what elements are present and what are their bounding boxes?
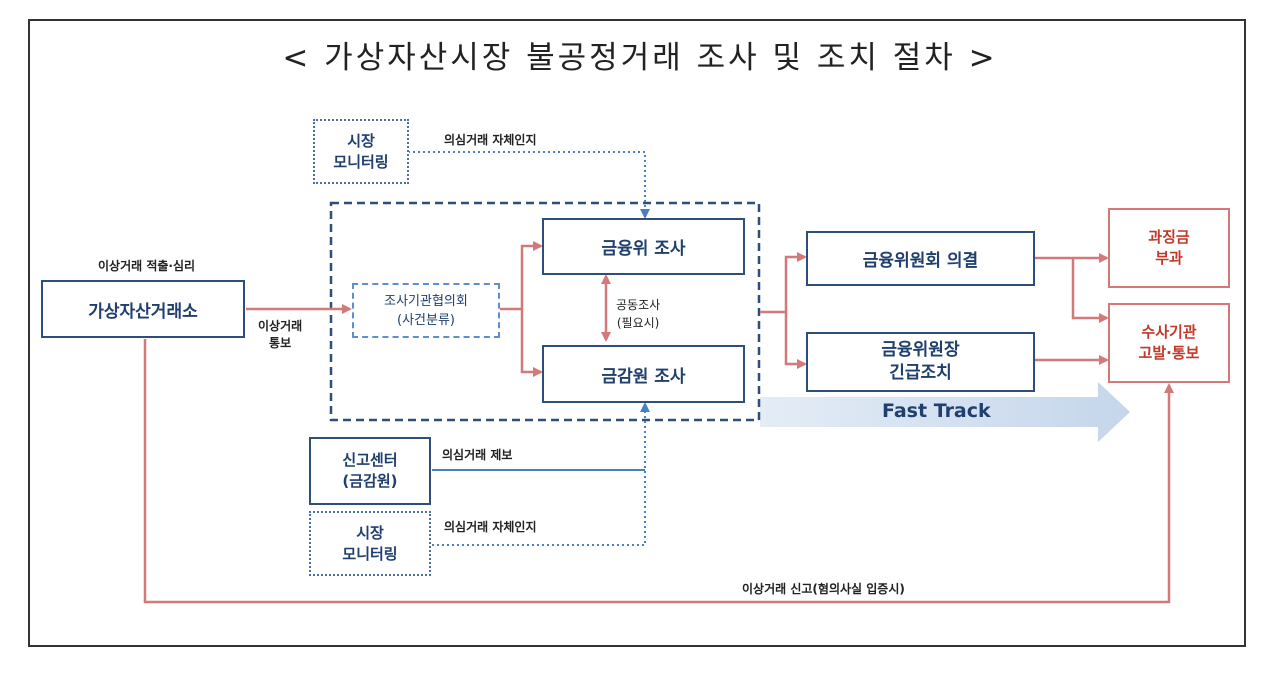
abnormal-notice-label: 이상거래 통보 bbox=[258, 319, 303, 350]
council-box: 조사기관협의회 (사건분류) bbox=[352, 283, 500, 338]
fsc-resolution-box: 금융위원회 의결 bbox=[806, 231, 1035, 286]
fast-track-arrow bbox=[760, 382, 1130, 442]
fss-investigation-box: 금감원 조사 bbox=[542, 345, 745, 403]
fsc-chair-emergency-box: 금융위원장 긴급조치 bbox=[806, 332, 1035, 392]
diagram-frame bbox=[28, 19, 1246, 647]
suspicious-tip-label: 의심거래 제보 bbox=[442, 448, 513, 462]
market-monitoring-top-box: 시장 모니터링 bbox=[313, 119, 409, 184]
report-center-box: 신고센터 (금감원) bbox=[309, 437, 431, 505]
fsc-investigation-box: 금융위 조사 bbox=[542, 218, 745, 275]
suspicious-self-top-label: 의심거래 자체인지 bbox=[444, 133, 537, 147]
abnormal-detect-label: 이상거래 적출·심리 bbox=[98, 259, 196, 273]
abnormal-report-label: 이상거래 신고(혐의사실 입증시) bbox=[742, 582, 905, 596]
diagram-title: < 가상자산시장 불공정거래 조사 및 조치 절차 > bbox=[282, 40, 998, 76]
market-monitoring-bottom-box: 시장 모니터링 bbox=[309, 511, 431, 576]
prosecution-box: 수사기관 고발·통보 bbox=[1108, 303, 1230, 383]
suspicious-self-bottom-label: 의심거래 자체인지 bbox=[444, 520, 537, 534]
penalty-box: 과징금 부과 bbox=[1108, 208, 1230, 288]
exchange-box: 가상자산거래소 bbox=[41, 280, 245, 338]
joint-investigation-label: 공동조사 (필요시) bbox=[616, 298, 661, 330]
fast-track-label: Fast Track bbox=[882, 400, 991, 422]
investigation-group-box bbox=[329, 201, 761, 422]
